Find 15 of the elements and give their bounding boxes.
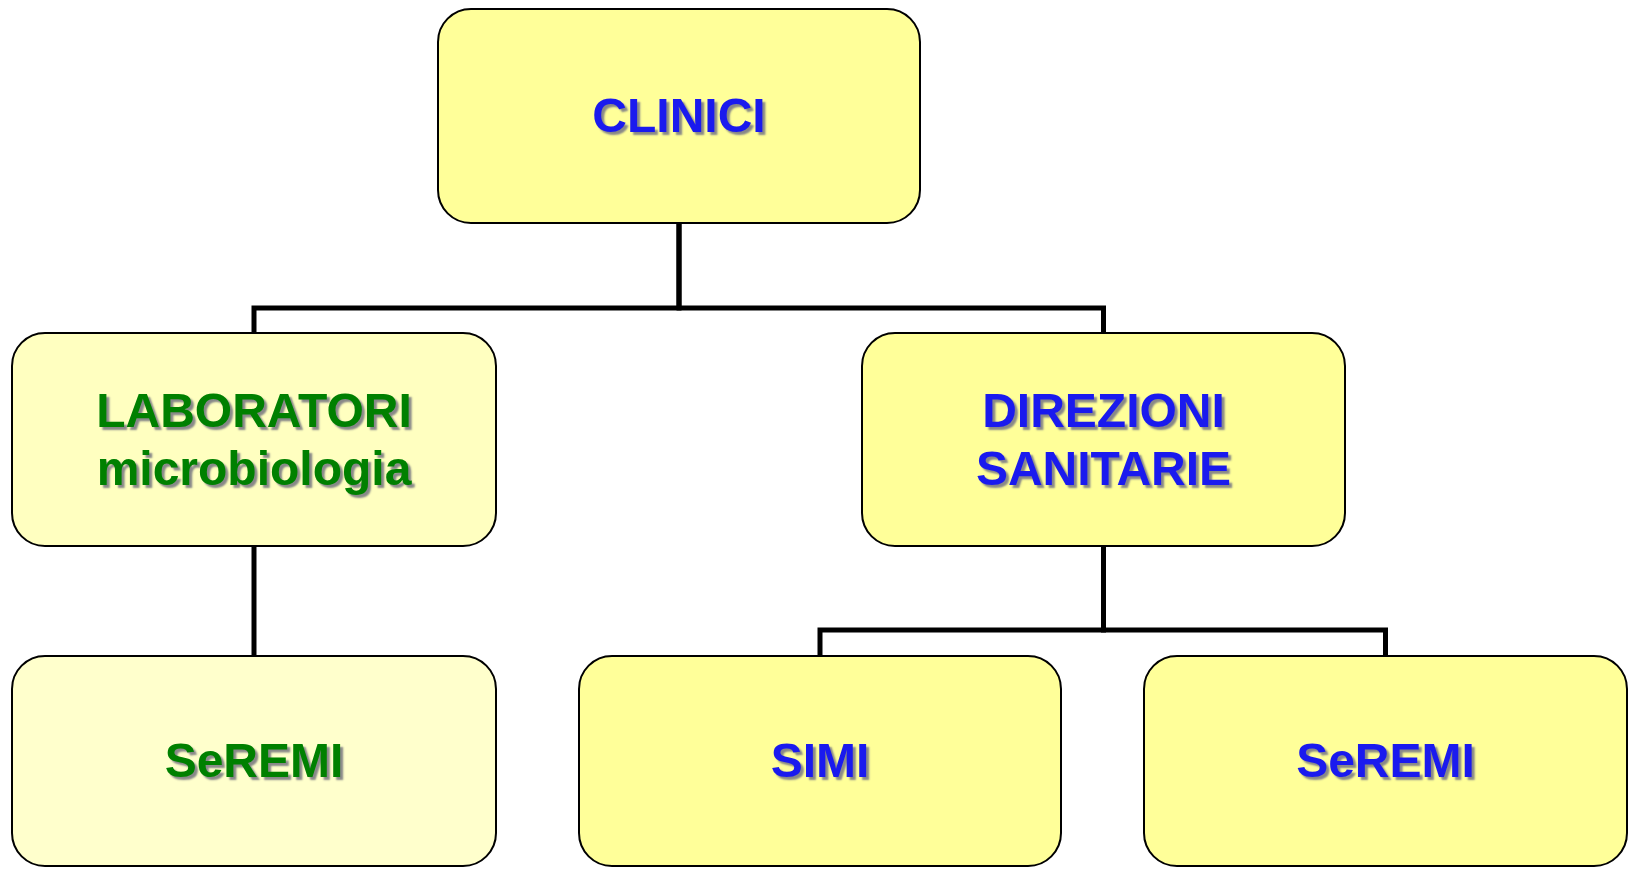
- box-label: SIMI: [769, 733, 871, 790]
- box-label: DIREZIONI SANITARIE: [974, 382, 1233, 497]
- org-box: [578, 655, 1062, 867]
- connector-line: [676, 224, 1106, 332]
- connector-line: [1101, 547, 1388, 655]
- box-label: SeREMI: [1295, 733, 1476, 790]
- org-box: [861, 332, 1346, 547]
- org-box: [437, 8, 921, 224]
- connector-line: [251, 547, 257, 655]
- org-box: [11, 332, 497, 547]
- box-label: SeREMI: [163, 733, 345, 790]
- box-label: CLINICI: [591, 88, 767, 145]
- org-box: [11, 655, 497, 867]
- org-box: [1143, 655, 1628, 867]
- box-label: LABORATORI microbiologia: [95, 382, 413, 497]
